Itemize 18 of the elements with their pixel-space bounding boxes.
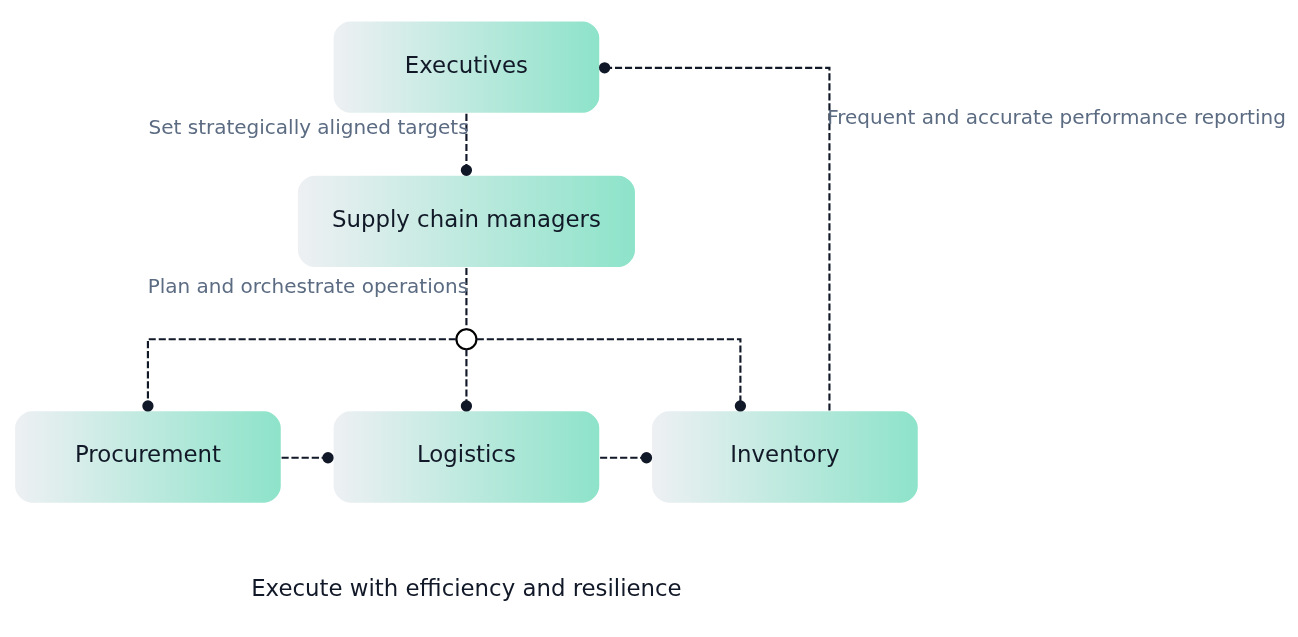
- connector: [460, 113, 473, 176]
- node-box: Procurement: [13, 409, 283, 505]
- connector: [598, 62, 831, 411]
- edge-label: Set strategically aligned targets: [148, 115, 469, 140]
- node-box: Executives: [332, 20, 601, 115]
- connector: [476, 338, 747, 412]
- label: Execute with efficiency and resilience: [251, 575, 682, 602]
- node-box: Inventory: [650, 409, 920, 505]
- connector: [600, 452, 653, 464]
- connector: [142, 338, 456, 412]
- connector: [465, 267, 468, 329]
- edge-label: Frequent and accurate performance reporting: [827, 104, 1286, 129]
- node-box: Supply chain managers: [296, 174, 637, 269]
- connector: [281, 452, 334, 464]
- node-circle: [455, 328, 478, 351]
- edge-label: Plan and orchestrate operations: [147, 273, 469, 298]
- node-box: Logistics: [332, 409, 601, 505]
- connector: [460, 349, 473, 412]
